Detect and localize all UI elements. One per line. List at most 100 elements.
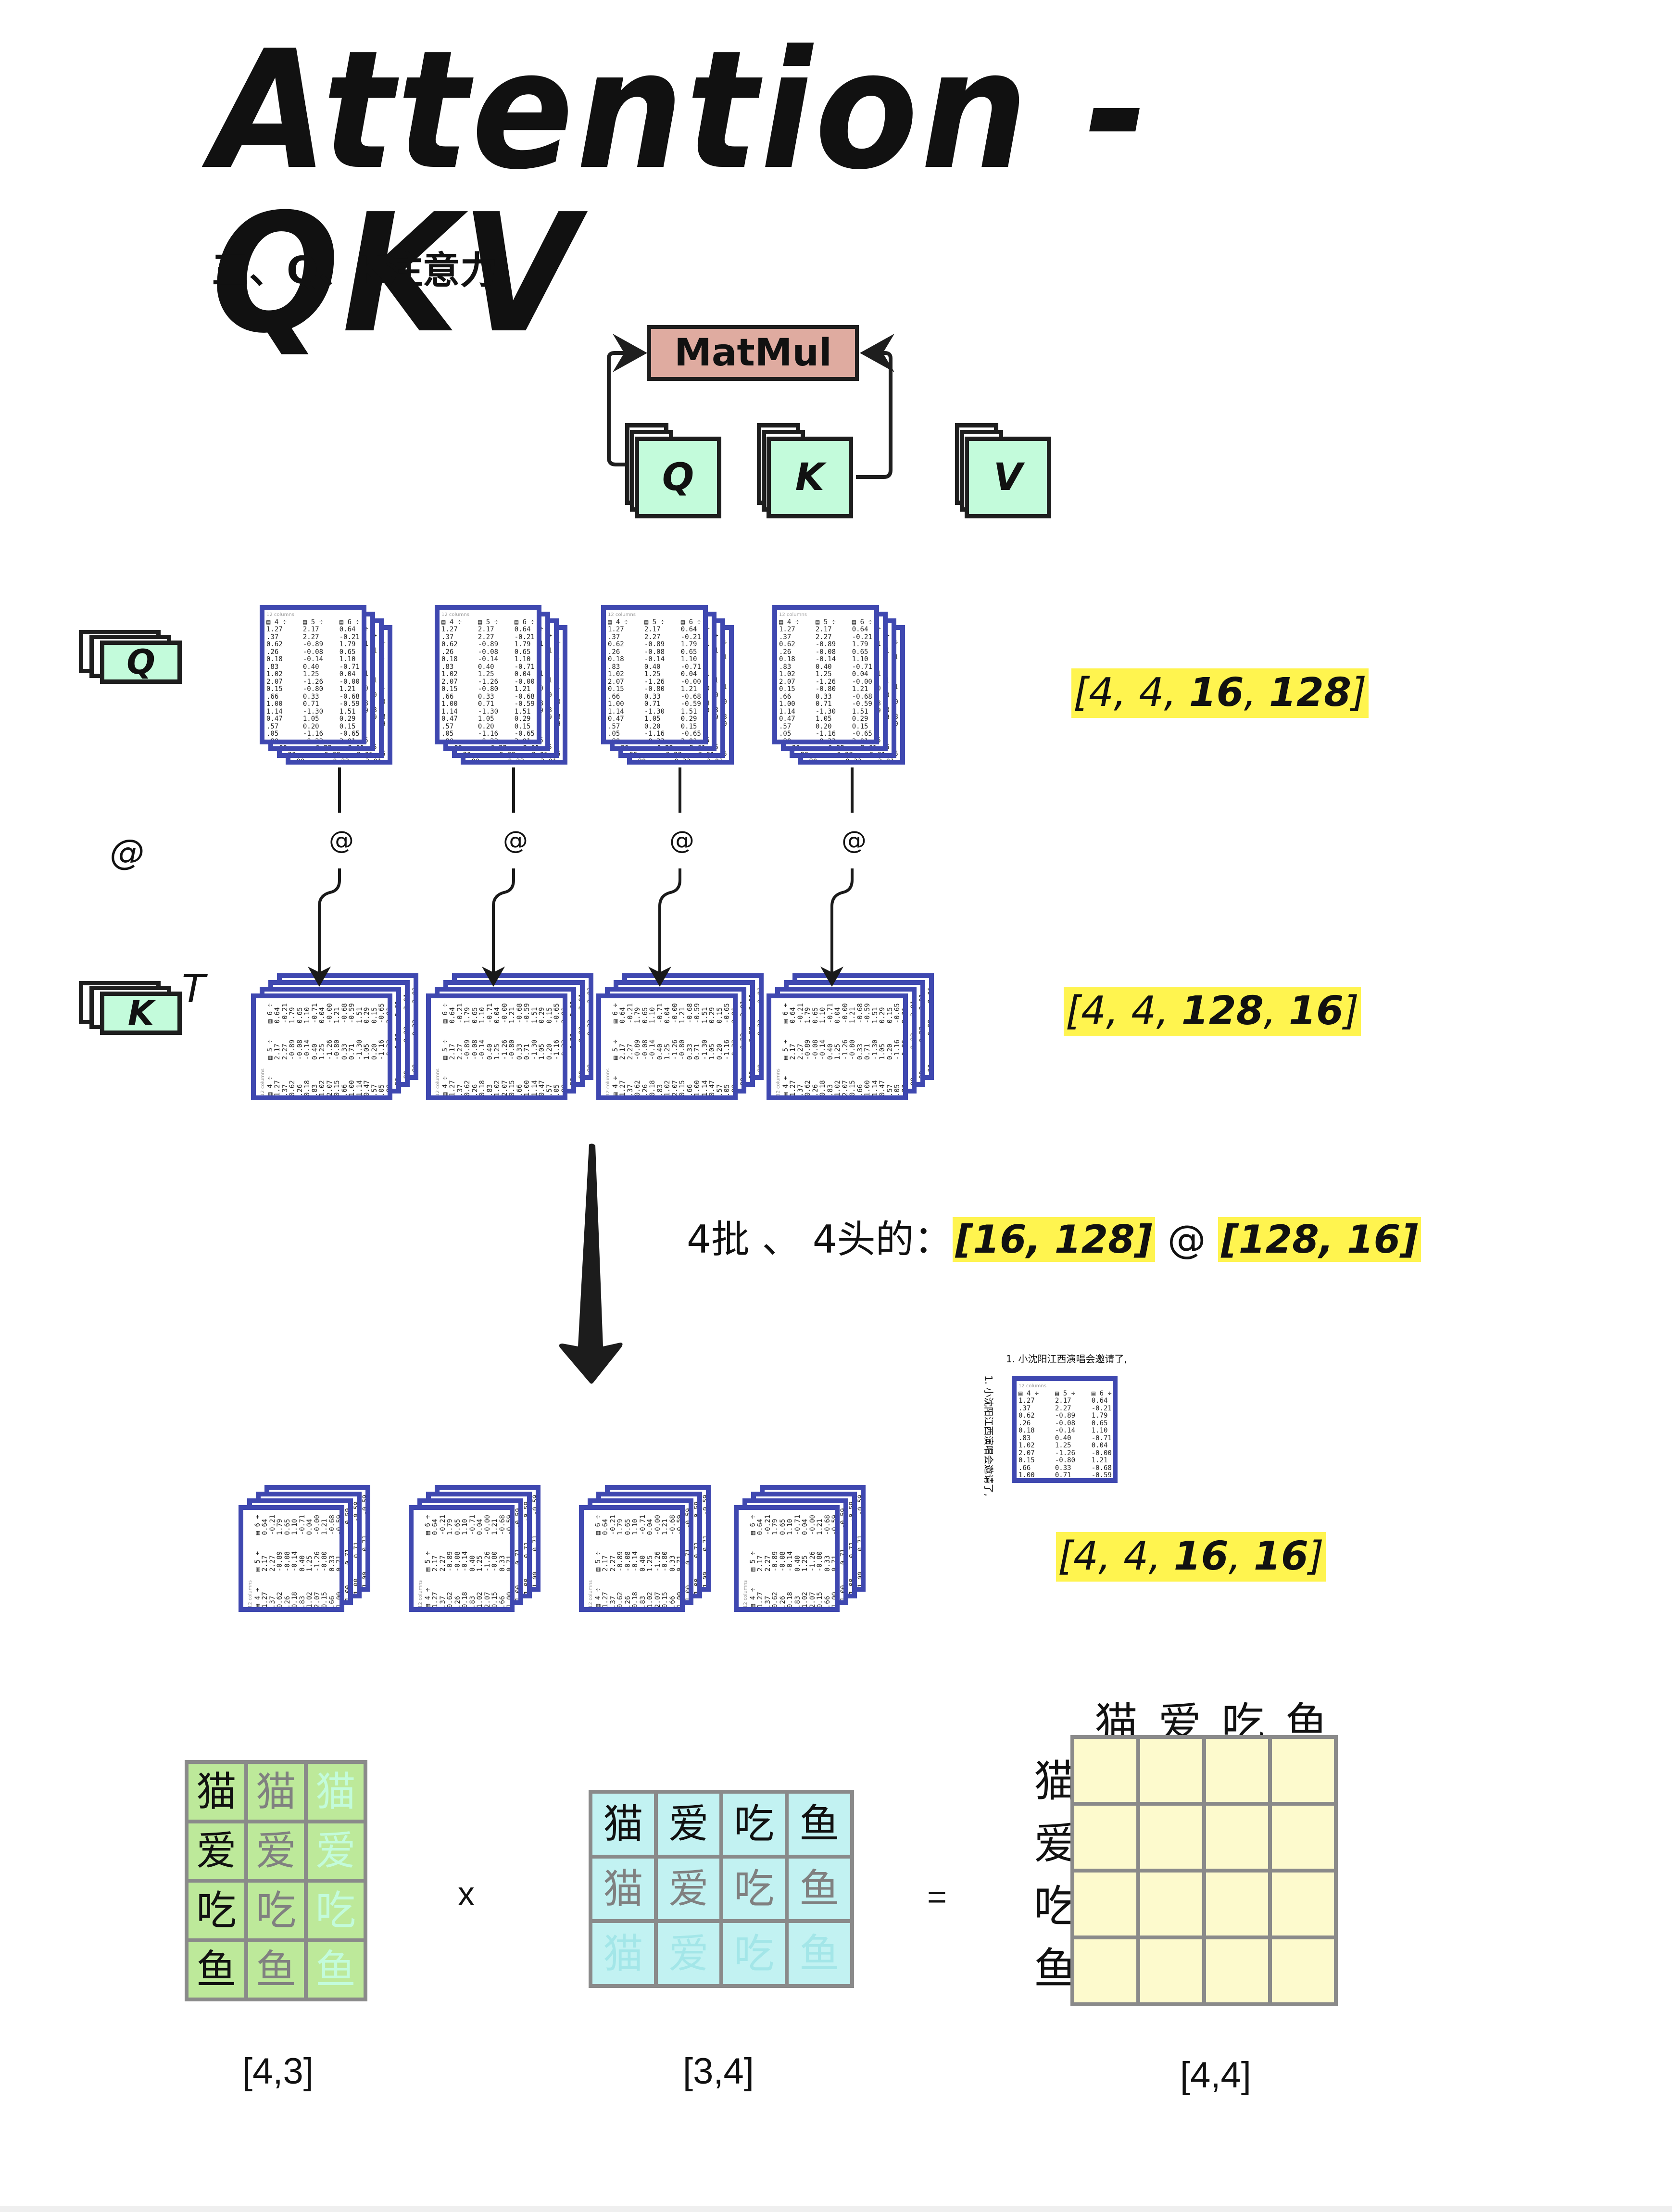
grid-cell (1206, 1873, 1268, 1936)
result-shape-dim3: 16 (1173, 1533, 1229, 1579)
inset-matrix-card: 12 columns▤ 4 ÷ ▤ 5 ÷ ▤ 6 ÷ ▤ 7 ÷ ▤ 8 ÷ … (1012, 1376, 1118, 1483)
grid-cell: 爱 (308, 1823, 364, 1879)
grid-cell: 猫 (248, 1764, 304, 1820)
row-token-label: 爱 (1034, 1819, 1077, 1869)
result-shape-dim4: 16 (1253, 1533, 1308, 1579)
grid-cell: 爱 (658, 1794, 719, 1855)
matrix-header-note: 12 columns (266, 612, 294, 617)
head-connector-3 (660, 767, 681, 981)
matrix-values: 12 columns▤ 4 ÷ ▤ 5 ÷ ▤ 6 ÷ ▤ 7 ÷ ▤ 8 ÷ … (245, 1510, 339, 1608)
grid-cell: 鱼 (248, 1942, 304, 1998)
section-heading: 三、Q、K注意力 (212, 249, 498, 292)
matrix-values: 12 columns▤ 4 ÷ ▤ 5 ÷ ▤ 6 ÷ ▤ 7 ÷ ▤ 8 ÷ … (266, 612, 360, 744)
grid-cell (1074, 1739, 1136, 1802)
q-batch-2-head-1: 12 columns▤ 4 ÷ ▤ 5 ÷ ▤ 6 ÷ ▤ 7 ÷ ▤ 8 ÷ … (435, 605, 541, 744)
grid-cell: 鱼 (789, 1794, 850, 1855)
grid-cell: 吃 (308, 1883, 364, 1938)
row-token-label: 猫 (1034, 1756, 1077, 1807)
grid-cell: 吃 (248, 1883, 304, 1938)
result-batch-2-head-1: 12 columns▤ 4 ÷ ▤ 5 ÷ ▤ 6 ÷ ▤ 7 ÷ ▤ 8 ÷ … (409, 1505, 515, 1612)
grid-cell: 吃 (723, 1794, 785, 1855)
matrix-header-note: 12 columns (418, 1580, 423, 1608)
k-to-matmul-connector (856, 334, 894, 479)
q-batch-1-head-1: 12 columns▤ 4 ÷ ▤ 5 ÷ ▤ 6 ÷ ▤ 7 ÷ ▤ 8 ÷ … (260, 605, 366, 744)
k-card-front: K (767, 437, 853, 518)
q-card-front: Q (635, 437, 721, 518)
big-down-arrow-icon (559, 1144, 623, 1384)
grid-cell: 猫 (592, 1858, 654, 1920)
batch-caption: 4批 、 4头的：[16, 128] @ [128, 16] (687, 1213, 1421, 1267)
grid-cell (1140, 1739, 1202, 1802)
grid-cell: 猫 (592, 1794, 654, 1855)
page-title: Attention - QKV (212, 15, 1151, 369)
matrix-header-note: 12 columns (588, 1580, 593, 1608)
grid-cell: 猫 (308, 1764, 364, 1820)
row-token-label: 鱼 (1034, 1944, 1077, 1994)
grid-cell: 猫 (189, 1764, 244, 1820)
head-connectors (0, 767, 854, 1154)
matrix-header-note: 12 columns (608, 612, 636, 617)
grid-cell (1140, 1939, 1202, 2002)
left-matrix-shape: [4,3] (242, 2051, 314, 2092)
result-batch-1-head-1: 12 columns▤ 4 ÷ ▤ 5 ÷ ▤ 6 ÷ ▤ 7 ÷ ▤ 8 ÷ … (239, 1505, 344, 1612)
grid-cell (1074, 1939, 1136, 2002)
result-batch-3-head-1: 12 columns▤ 4 ÷ ▤ 5 ÷ ▤ 6 ÷ ▤ 7 ÷ ▤ 8 ÷ … (579, 1505, 685, 1612)
matrix-header-note: 12 columns (441, 612, 469, 617)
grid-cell: 爱 (189, 1823, 244, 1879)
matrix-header-note: 12 columns (248, 1580, 253, 1608)
matrix-values: 12 columns▤ 4 ÷ ▤ 5 ÷ ▤ 6 ÷ ▤ 7 ÷ ▤ 8 ÷ … (415, 1510, 510, 1608)
inset-caption-top: 1. 小沈阳江西演唱会邀请了, (1006, 1353, 1127, 1365)
q-shape-prefix: [4, 4, (1073, 670, 1189, 716)
inset-caption-side: 1. 小沈阳江西演唱会邀请了, (983, 1375, 994, 1496)
matrix-values: 12 columns▤ 4 ÷ ▤ 5 ÷ ▤ 6 ÷ ▤ 7 ÷ ▤ 8 ÷ … (441, 612, 535, 744)
grid-cell (1074, 1806, 1136, 1869)
grid-cell: 爱 (658, 1923, 719, 1984)
result-shape-label: [4, 4, 16, 16] (1056, 1532, 1326, 1582)
grid-cell (1206, 1739, 1268, 1802)
batch-left-shape: [16, 128] (952, 1217, 1156, 1262)
grid-cell (1272, 1739, 1334, 1802)
q-batch-4-head-1: 12 columns▤ 4 ÷ ▤ 5 ÷ ▤ 6 ÷ ▤ 7 ÷ ▤ 8 ÷ … (772, 605, 879, 744)
batch-caption-prefix: 4批 、 4头的： (687, 1217, 953, 1262)
grid-cell: 吃 (723, 1858, 785, 1920)
connector-at-symbol: @ (669, 826, 694, 855)
connector-at-symbol: @ (842, 826, 867, 855)
matrix-header-note: 12 columns (743, 1580, 748, 1608)
times-symbol: x (458, 1875, 475, 1912)
kt-shape-label: [4, 4, 128, 16] (1064, 987, 1361, 1036)
grid-cell (1206, 1806, 1268, 1869)
head-connector-2 (493, 767, 515, 981)
grid-cell: 爱 (658, 1858, 719, 1920)
right-matrix-shape: [4,4] (1180, 2055, 1251, 2096)
q-shape-label: [4, 4, 16, 128] (1071, 668, 1369, 718)
middle-matrix-shape: [3,4] (683, 2051, 754, 2092)
grid-cell (1272, 1806, 1334, 1869)
token-matrix-3x4: 猫爱吃鱼猫爱吃鱼猫爱吃鱼 (589, 1790, 854, 1988)
grid-cell: 鱼 (789, 1923, 850, 1984)
equals-symbol: = (927, 1878, 947, 1915)
attention-score-matrix-4x4 (1070, 1735, 1338, 2006)
matrix-values: 12 columns▤ 4 ÷ ▤ 5 ÷ ▤ 6 ÷ ▤ 7 ÷ ▤ 8 ÷ … (1018, 1383, 1112, 1483)
q-batch-3-head-1: 12 columns▤ 4 ÷ ▤ 5 ÷ ▤ 6 ÷ ▤ 7 ÷ ▤ 8 ÷ … (601, 605, 708, 744)
matmul-op-box: MatMul (647, 325, 859, 381)
grid-cell (1140, 1873, 1202, 1936)
q-shape-dim3: 16 (1189, 670, 1244, 716)
result-batch-4-head-1: 12 columns▤ 4 ÷ ▤ 5 ÷ ▤ 6 ÷ ▤ 7 ÷ ▤ 8 ÷ … (734, 1505, 840, 1612)
result-shape-prefix: [4, 4, (1058, 1533, 1174, 1579)
batch-op-symbol: @ (1167, 1217, 1206, 1262)
matrix-values: 12 columns▤ 4 ÷ ▤ 5 ÷ ▤ 6 ÷ ▤ 7 ÷ ▤ 8 ÷ … (586, 1510, 680, 1608)
q-to-matmul-connector (607, 334, 647, 466)
grid-cell: 鱼 (308, 1942, 364, 1998)
head-connector-4 (832, 767, 854, 981)
matrix-values: 12 columns▤ 4 ÷ ▤ 5 ÷ ▤ 6 ÷ ▤ 7 ÷ ▤ 8 ÷ … (741, 1510, 835, 1608)
kt-shape-prefix: [4, 4, (1066, 988, 1182, 1034)
overview-connectors (607, 334, 894, 479)
batch-right-shape: [128, 16] (1218, 1217, 1421, 1262)
connector-at-symbol: @ (503, 826, 528, 855)
connector-at-symbol: @ (329, 826, 354, 855)
row-token-label: 吃 (1034, 1881, 1077, 1932)
grid-cell: 吃 (723, 1923, 785, 1984)
kt-batch-2-head-1: 12 columns▤ 4 ÷ ▤ 5 ÷ ▤ 6 ÷ ▤ 7 ÷ ▤ 8 ÷ … (426, 993, 567, 1100)
grid-cell (1206, 1939, 1268, 2002)
v-card-front: V (965, 437, 1051, 518)
